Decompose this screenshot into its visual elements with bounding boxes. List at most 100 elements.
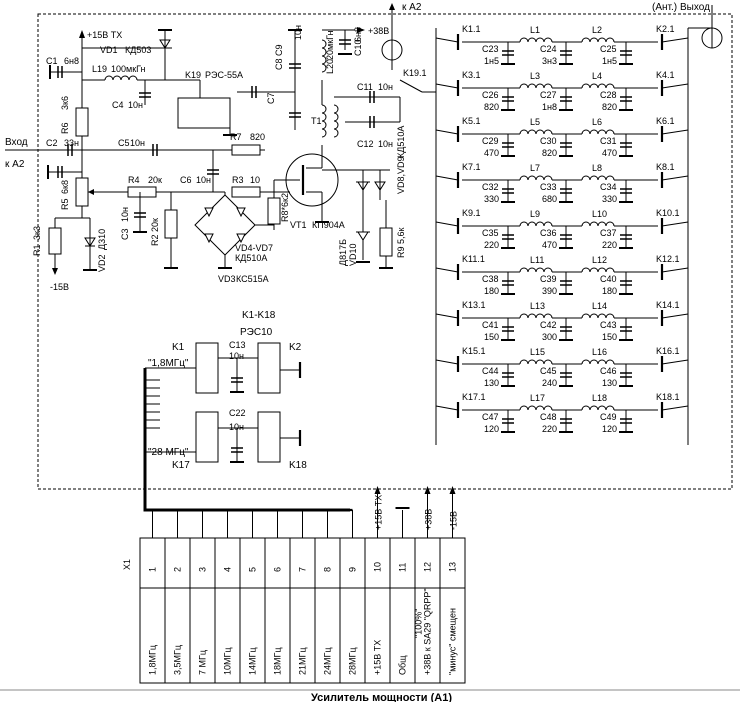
cap-value: 680	[542, 194, 557, 204]
svg-text:6н8: 6н8	[64, 56, 79, 66]
cap-label: C39	[540, 274, 557, 284]
cap-label: C25	[600, 44, 617, 54]
relay-out-label: K18.1	[656, 392, 680, 402]
pin-number: 6	[273, 567, 283, 572]
relay-out-label: K4.1	[656, 70, 675, 80]
svg-text:КП904А: КП904А	[312, 220, 345, 230]
svg-text:C2: C2	[46, 138, 58, 148]
svg-text:10н: 10н	[229, 422, 244, 432]
cap-value: 180	[484, 286, 499, 296]
coil-label: L16	[592, 347, 607, 357]
svg-text:R5: R5	[60, 198, 70, 210]
cap-label: C40	[600, 274, 617, 284]
svg-text:R3: R3	[232, 175, 244, 185]
cap-value: 820	[484, 102, 499, 112]
cap-label: C31	[600, 136, 617, 146]
cap-label: C34	[600, 182, 617, 192]
relay-in-label: K13.1	[462, 300, 486, 310]
relay-out-label: K2.1	[656, 24, 675, 34]
cap-label: C41	[482, 320, 499, 330]
svg-text:3к3: 3к3	[32, 226, 42, 240]
cap-label: C27	[540, 90, 557, 100]
pin-label: 3,5МГц	[173, 645, 183, 675]
svg-text:C22: C22	[229, 408, 246, 418]
svg-text:Д310: Д310	[97, 229, 107, 250]
output-connector: (Ант.) Выход	[652, 2, 723, 49]
coil-label: L9	[530, 209, 540, 219]
relay-legend: K1-K18 РЭС10 K1 K2 "1,8МГц" C13 10н C22 …	[143, 310, 350, 512]
relay-in-label: K15.1	[462, 346, 486, 356]
cap-label: C32	[482, 182, 499, 192]
relay-in-label: K5.1	[462, 116, 481, 126]
svg-text:C6: C6	[180, 175, 192, 185]
svg-text:R6: R6	[60, 122, 70, 134]
coil-label: L6	[592, 117, 602, 127]
relay-out-label: K10.1	[656, 208, 680, 218]
coil-label: L17	[530, 393, 545, 403]
coil-label: L13	[530, 301, 545, 311]
cap-label: C48	[540, 412, 557, 422]
svg-text:10: 10	[250, 175, 260, 185]
pin-label: 24МГц	[323, 647, 333, 675]
k-a2-in-label: к А2	[5, 159, 25, 170]
pin-number: 8	[323, 567, 333, 572]
svg-text:10н: 10н	[196, 175, 211, 185]
svg-text:L19: L19	[92, 64, 107, 74]
pin-number: 9	[348, 567, 358, 572]
svg-text:K2: K2	[289, 342, 302, 353]
svg-text:Д817Б: Д817Б	[338, 239, 348, 266]
svg-text:РЭС-55А: РЭС-55А	[205, 70, 243, 80]
svg-text:L20: L20	[325, 59, 335, 74]
pin-number: 1	[148, 567, 158, 572]
svg-text:10н: 10н	[130, 138, 145, 148]
svg-text:VT1: VT1	[290, 220, 307, 230]
relay-in-label: K1.1	[462, 24, 481, 34]
coil-label: L8	[592, 163, 602, 173]
svg-text:VD3: VD3	[218, 274, 236, 284]
svg-text:VD10: VD10	[348, 243, 358, 266]
cap-value: 470	[602, 148, 617, 158]
svg-text:10н: 10н	[120, 207, 130, 222]
pin-label: 14МГц	[248, 647, 258, 675]
svg-text:"1,8МГц": "1,8МГц"	[148, 358, 189, 369]
coil-label: L3	[530, 71, 540, 81]
svg-text:C10: C10	[353, 39, 363, 56]
cap-value: 240	[542, 378, 557, 388]
svg-text:C11: C11	[357, 82, 373, 92]
relay-in-label: K9.1	[462, 208, 481, 218]
svg-text:10н: 10н	[293, 25, 303, 40]
rail-label: -15В	[449, 511, 459, 530]
cap-value: 820	[542, 148, 557, 158]
svg-text:C5: C5	[118, 138, 130, 148]
relay-in-label: K3.1	[462, 70, 481, 80]
cap-value: 820	[602, 102, 617, 112]
cap-value: 390	[542, 286, 557, 296]
pin-number: 11	[398, 563, 408, 572]
pin-label: +15В ТХ	[373, 640, 383, 675]
cap-label: C45	[540, 366, 557, 376]
relay-in-label: K17.1	[462, 392, 486, 402]
svg-text:R4: R4	[128, 175, 140, 185]
cap-label: C33	[540, 182, 557, 192]
svg-text:K1-K18: K1-K18	[242, 310, 276, 321]
coil-label: L2	[592, 25, 602, 35]
pin-number: 12	[423, 562, 433, 572]
pin-label: 21МГц	[298, 647, 308, 675]
cap-label: C36	[540, 228, 557, 238]
svg-text:100мкГн: 100мкГн	[111, 64, 146, 74]
svg-text:КД503: КД503	[125, 45, 151, 55]
coil-label: L11	[530, 255, 544, 265]
cap-value: 330	[484, 194, 499, 204]
svg-text:20мкГн: 20мкГн	[325, 30, 335, 60]
svg-text:10н: 10н	[378, 139, 393, 149]
pin-number: 10	[373, 562, 383, 572]
cap-label: C38	[482, 274, 499, 284]
relay-out-label: K14.1	[656, 300, 680, 310]
p15tx-label: +15В ТХ	[87, 30, 122, 40]
cap-label: C44	[482, 366, 499, 376]
svg-text:10н: 10н	[378, 82, 393, 92]
